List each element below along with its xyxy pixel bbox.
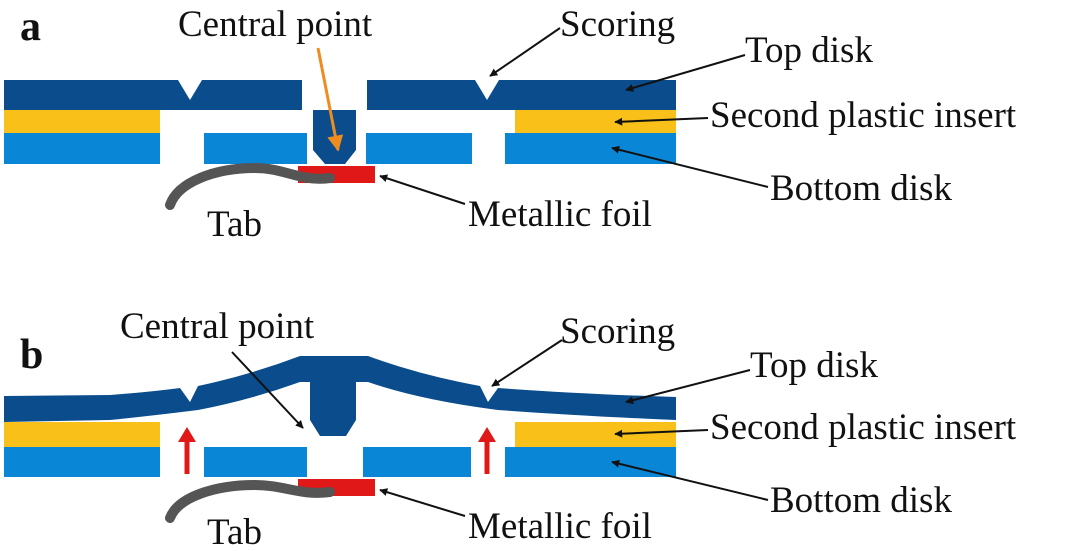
panel-a-scoring-label: Scoring — [560, 4, 675, 45]
panel-a: a Central point Scoring Top disk Second … — [4, 4, 1017, 245]
panel-b-bottom-disk-label: Bottom disk — [770, 480, 952, 521]
panel-a-letter: a — [20, 4, 41, 50]
panel-a-top-disk-label: Top disk — [745, 30, 873, 71]
panel-b-bottom-disk-segment — [363, 447, 471, 477]
panel-b-lift-arrowhead-left — [178, 427, 196, 442]
panel-a-tab — [165, 162, 335, 210]
panel-a-bottom-disk-segment — [505, 133, 676, 164]
panel-b-plastic-insert-left — [4, 422, 160, 447]
panel-b-scoring-arrow — [491, 339, 563, 387]
panel-b-top-disk-arrow — [625, 369, 751, 405]
panel-a-central-point-label: Central point — [178, 4, 373, 45]
panel-a-plastic-insert-right — [515, 110, 676, 133]
panel-b-central-point-label: Central point — [120, 306, 315, 347]
panel-b-bottom-disk-segment — [204, 447, 307, 477]
panel-b-lift-arrowhead-right — [478, 427, 496, 442]
panel-a-central-point-arrow — [316, 47, 344, 152]
panel-a-metallic-foil-label: Metallic foil — [468, 194, 652, 235]
panel-a-tab-label: Tab — [207, 204, 262, 245]
panel-a-bottom-disk-label: Bottom disk — [770, 168, 952, 209]
panel-b-plastic-insert-arrow — [614, 429, 709, 438]
panel-b-plastic-insert-right — [515, 422, 676, 447]
panel-b-top-disk — [4, 356, 676, 436]
panel-b-metallic-foil-arrow — [379, 488, 466, 517]
panel-b-top-disk-label: Top disk — [750, 345, 878, 386]
panel-b-second-plastic-insert-label: Second plastic insert — [710, 407, 1017, 448]
panel-a-top-disk — [4, 80, 676, 164]
panel-a-scoring-arrow — [489, 27, 561, 77]
panel-b-bottom-disk-segment — [505, 447, 676, 477]
panel-a-bottom-disk-segment — [204, 133, 307, 164]
panel-b-metallic-foil-label: Metallic foil — [468, 506, 652, 547]
panel-b-bottom-disk-arrow — [611, 459, 769, 501]
panel-b-tab — [165, 479, 335, 523]
panel-a-top-disk-arrow — [625, 54, 746, 92]
panel-b-central-point-arrow — [231, 351, 304, 429]
panel-b-letter: b — [20, 332, 43, 378]
panel-a-bottom-disk-arrow — [611, 145, 769, 188]
panel-a-bottom-disk-segment — [366, 133, 472, 164]
panel-a-metallic-foil-arrow — [379, 174, 466, 205]
panel-b: b Central point Scoring Top disk Second … — [4, 306, 1017, 551]
panel-a-plastic-insert-arrow — [614, 117, 709, 126]
panel-a-second-plastic-insert-label: Second plastic insert — [710, 95, 1017, 136]
panel-b-bottom-disk-segment — [4, 447, 160, 477]
panel-a-bottom-disk-segment — [4, 133, 160, 164]
panel-b-tab-label: Tab — [207, 512, 262, 551]
panel-b-scoring-label: Scoring — [560, 311, 675, 352]
panel-a-plastic-insert-left — [4, 110, 160, 133]
